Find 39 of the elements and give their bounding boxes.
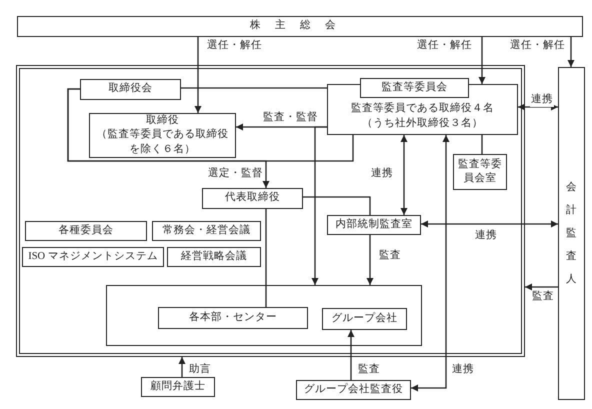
committee-box: 各種委員会: [25, 221, 147, 241]
meeting-box: 経営戦略会議: [167, 247, 261, 267]
connector-line: [181, 87, 327, 89]
internal-audit-box: 内部統制監査室: [327, 215, 421, 235]
arrow: [518, 104, 558, 110]
arrow: [478, 37, 486, 84]
management-system-box: ISO マネジメントシステム: [22, 247, 164, 267]
arrow: [525, 284, 558, 290]
arrow: [312, 126, 327, 285]
director-box: [89, 113, 236, 158]
committee-heading-box: 監査等委員会: [360, 78, 469, 98]
board-box: 取締役会: [80, 79, 181, 100]
arrow: [348, 330, 354, 380]
connector-line: [303, 196, 371, 215]
legal-counsel-box: 顧問弁護士: [141, 377, 215, 397]
connector-line: [265, 209, 267, 307]
shareholders-meeting-box: 株主総会: [17, 16, 583, 37]
arrow: [67, 88, 270, 188]
edge-label: 連携: [530, 94, 554, 107]
operations-box: [106, 285, 422, 346]
arrow: [411, 135, 450, 392]
box-note: （監査等委員である取締役を除く６名）: [96, 128, 230, 157]
vertical-label: 会計監査人: [566, 180, 577, 287]
arrow: [194, 37, 202, 113]
arrow: [178, 357, 186, 377]
arrow: [400, 135, 408, 215]
meeting-box: 常務会・経営会議: [152, 221, 261, 241]
arrow: [366, 235, 374, 285]
representative-director-box: 代表取締役: [202, 188, 303, 209]
connector-line: [481, 135, 483, 154]
box-heading: 取締役: [146, 114, 179, 128]
group-company-box: グループ会社: [322, 308, 407, 330]
accounting-auditor-box: [558, 67, 585, 400]
group-auditor-box: グループ会社監査役: [296, 380, 411, 400]
company-frame: [16, 65, 525, 357]
division-box: 各本部・センター: [158, 307, 308, 329]
committee-office-box: 監査等委員会室: [453, 154, 507, 190]
arrow: [568, 37, 574, 67]
arrow: [421, 220, 558, 228]
